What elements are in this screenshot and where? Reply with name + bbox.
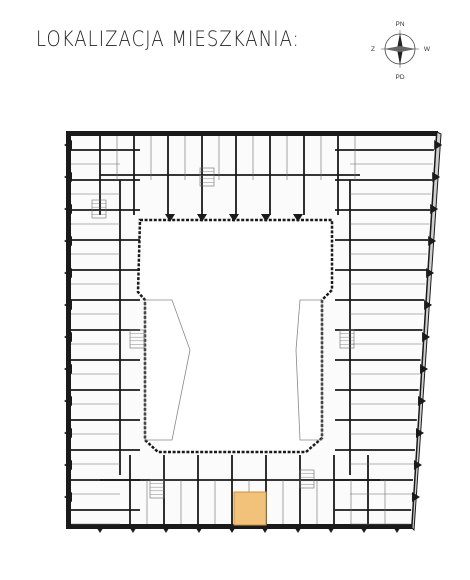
arrow-left-marker (64, 396, 72, 406)
arrow-down-marker (194, 525, 204, 533)
arrow-down-marker (128, 525, 138, 533)
arrow-down-marker (326, 525, 336, 533)
arrow-left-marker (64, 236, 72, 246)
arrow-left-marker (64, 364, 72, 374)
arrow-down-marker (293, 525, 303, 533)
arrow-right-marker (426, 268, 435, 278)
arrow-right-marker (418, 396, 427, 406)
arrow-down-marker (165, 214, 175, 222)
arrow-down-marker (161, 525, 171, 533)
arrow-right-marker (424, 300, 433, 310)
arrow-right-marker (428, 236, 437, 246)
arrow-right-marker (420, 364, 429, 374)
arrow-left-marker (64, 428, 72, 438)
arrow-down-marker (227, 525, 237, 533)
arrow-right-marker (432, 172, 441, 182)
stair-block (91, 199, 107, 219)
arrow-right-marker (430, 204, 439, 214)
stair-block (299, 469, 315, 489)
arrow-down-marker (261, 214, 271, 222)
arrow-left-marker (64, 300, 72, 310)
compass-rose-icon: PN PD Z W (371, 21, 431, 81)
compass-west-label: Z (371, 46, 375, 53)
arrow-left-marker (64, 172, 72, 182)
arrow-left-marker (64, 140, 72, 150)
partition-walls (71, 136, 433, 525)
arrow-down-marker (197, 214, 207, 222)
page-title: LOKALIZACJA MIESZKANIA: (36, 27, 300, 51)
stair-block (339, 329, 355, 349)
arrow-down-marker (95, 525, 105, 533)
arrow-down-marker (359, 525, 369, 533)
arrow-right-marker (422, 332, 431, 342)
arrow-left-marker (64, 204, 72, 214)
arrow-down-marker (229, 214, 239, 222)
arrow-left-marker (64, 268, 72, 278)
selected-apartment[interactable] (233, 491, 267, 526)
arrow-down-marker (293, 214, 303, 222)
arrow-left-marker (64, 492, 72, 502)
arrow-left-marker (64, 332, 72, 342)
stair-block (129, 329, 145, 349)
stair-block (199, 167, 215, 187)
balcony-markers (64, 140, 443, 533)
compass-east-label: W (424, 46, 431, 53)
arrow-down-marker (260, 525, 270, 533)
arrow-down-marker (392, 525, 402, 533)
arrow-right-marker (411, 492, 420, 502)
courtyard (136, 218, 334, 454)
arrow-right-marker (415, 428, 424, 438)
compass-north-label: PN (395, 21, 404, 28)
arrow-left-marker (64, 460, 72, 470)
arrow-right-marker (413, 460, 422, 470)
compass-south-label: PD (395, 74, 404, 81)
arrow-right-marker (434, 140, 443, 150)
stair-block (149, 479, 165, 499)
